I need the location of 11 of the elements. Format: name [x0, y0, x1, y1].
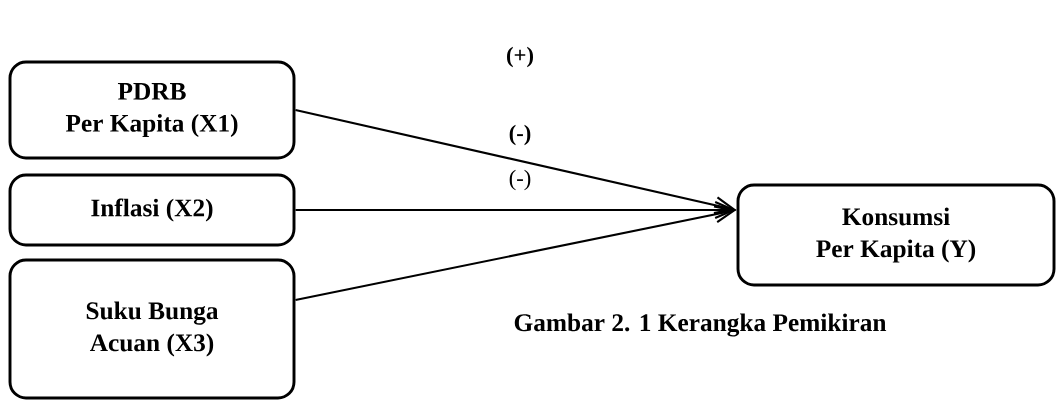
arrow: [295, 108, 737, 215]
process-box: Konsumsi Per Kapita (Y): [736, 183, 1056, 287]
arrow: [295, 205, 737, 302]
sign-label: (-): [509, 169, 531, 191]
sign-label: (+): [507, 46, 533, 68]
process-box: Suku Bunga Acuan (X3): [8, 258, 296, 400]
process-box: Inflasi (X2): [8, 173, 296, 247]
arrow: [295, 201, 737, 219]
sign-label: (-): [509, 124, 531, 146]
process-box: PDRB Per Kapita (X1): [8, 60, 296, 160]
caption: Gambar 2. 1 Kerangka Pemikiran: [514, 313, 887, 337]
